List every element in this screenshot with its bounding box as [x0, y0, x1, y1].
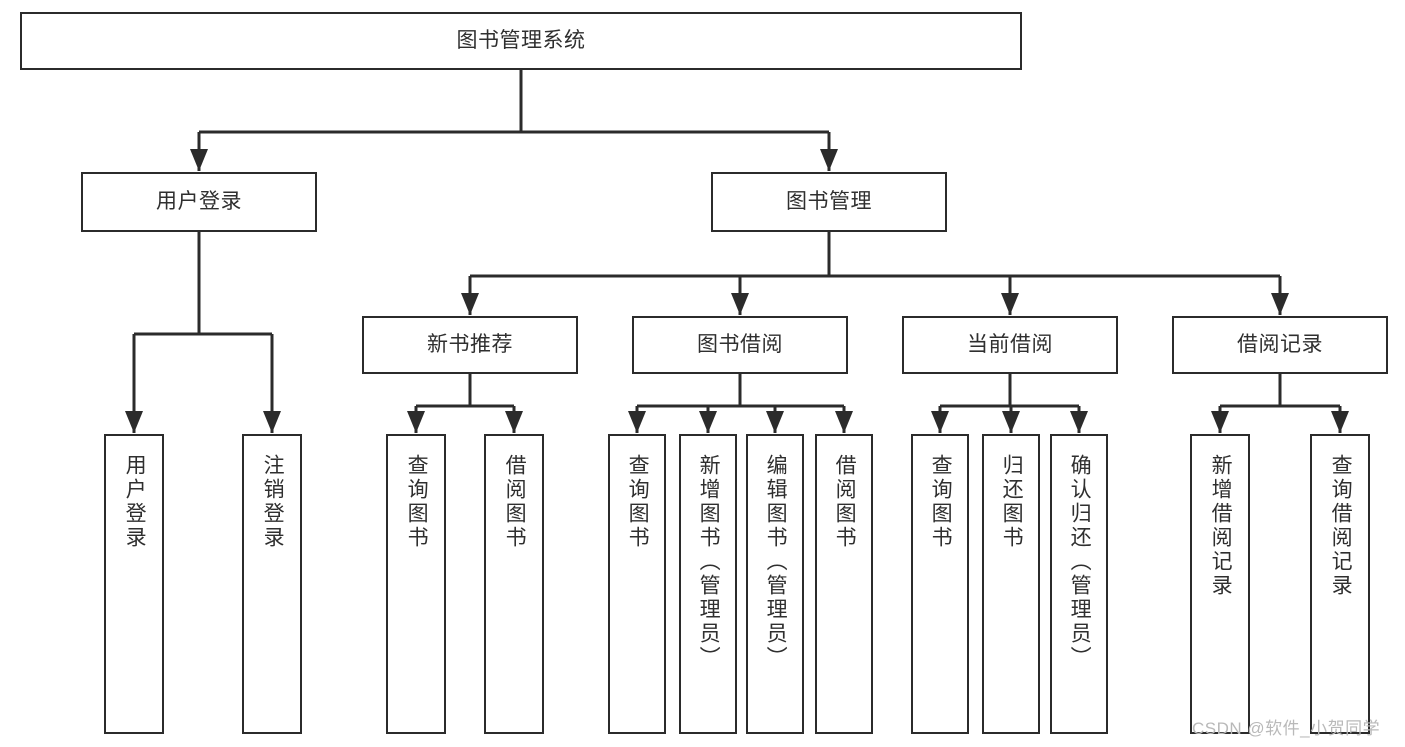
- node-label-root: 图书管理系统: [456, 29, 586, 53]
- node-root[interactable]: 图书管理系统: [20, 12, 1022, 70]
- node-leaf-cur-return[interactable]: 归还图书: [982, 434, 1040, 734]
- node-borrow-record[interactable]: 借阅记录: [1172, 316, 1388, 374]
- node-label-leaf-cur-confirm: 确认归还（管理员）: [1068, 454, 1092, 670]
- node-leaf-user-logout[interactable]: 注销登录: [242, 434, 302, 734]
- node-book-borrow[interactable]: 图书借阅: [632, 316, 848, 374]
- node-label-borrow-record: 借阅记录: [1237, 333, 1323, 357]
- node-leaf-cur-query[interactable]: 查询图书: [911, 434, 969, 734]
- node-leaf-book-add[interactable]: 新增图书（管理员）: [679, 434, 737, 734]
- node-leaf-book-edit[interactable]: 编辑图书（管理员）: [746, 434, 804, 734]
- node-leaf-borrow-query[interactable]: 查询图书: [608, 434, 666, 734]
- node-label-leaf-user-logout: 注销登录: [261, 454, 285, 550]
- node-label-leaf-cur-query: 查询图书: [929, 454, 953, 550]
- node-label-leaf-rec-query2: 查询借阅记录: [1329, 454, 1353, 598]
- node-label-current-borrow: 当前借阅: [967, 333, 1053, 357]
- node-leaf-rec-borrow[interactable]: 借阅图书: [484, 434, 544, 734]
- node-label-new-book-rec: 新书推荐: [427, 333, 513, 357]
- node-label-leaf-borrow-query: 查询图书: [626, 454, 650, 550]
- node-new-book-rec[interactable]: 新书推荐: [362, 316, 578, 374]
- node-current-borrow[interactable]: 当前借阅: [902, 316, 1118, 374]
- node-label-leaf-rec-borrow: 借阅图书: [503, 454, 527, 550]
- csdn-watermark: CSDN @软件_小贺同学: [1192, 719, 1381, 738]
- node-leaf-rec-query[interactable]: 查询图书: [386, 434, 446, 734]
- node-label-leaf-book-edit: 编辑图书（管理员）: [764, 454, 788, 670]
- node-label-leaf-user-login: 用户登录: [123, 454, 147, 550]
- node-leaf-rec-add[interactable]: 新增借阅记录: [1190, 434, 1250, 734]
- node-leaf-user-login[interactable]: 用户登录: [104, 434, 164, 734]
- node-leaf-book-borrow[interactable]: 借阅图书: [815, 434, 873, 734]
- node-label-book-manage: 图书管理: [786, 190, 872, 214]
- node-label-leaf-cur-return: 归还图书: [1000, 454, 1024, 550]
- node-label-leaf-rec-query: 查询图书: [405, 454, 429, 550]
- node-label-leaf-book-borrow: 借阅图书: [833, 454, 857, 550]
- node-book-manage[interactable]: 图书管理: [711, 172, 947, 232]
- node-leaf-cur-confirm[interactable]: 确认归还（管理员）: [1050, 434, 1108, 734]
- node-user-login[interactable]: 用户登录: [81, 172, 317, 232]
- node-label-leaf-book-add: 新增图书（管理员）: [697, 454, 721, 670]
- node-label-book-borrow: 图书借阅: [697, 333, 783, 357]
- node-label-user-login: 用户登录: [156, 190, 242, 214]
- node-leaf-rec-query2[interactable]: 查询借阅记录: [1310, 434, 1370, 734]
- node-label-leaf-rec-add: 新增借阅记录: [1209, 454, 1233, 598]
